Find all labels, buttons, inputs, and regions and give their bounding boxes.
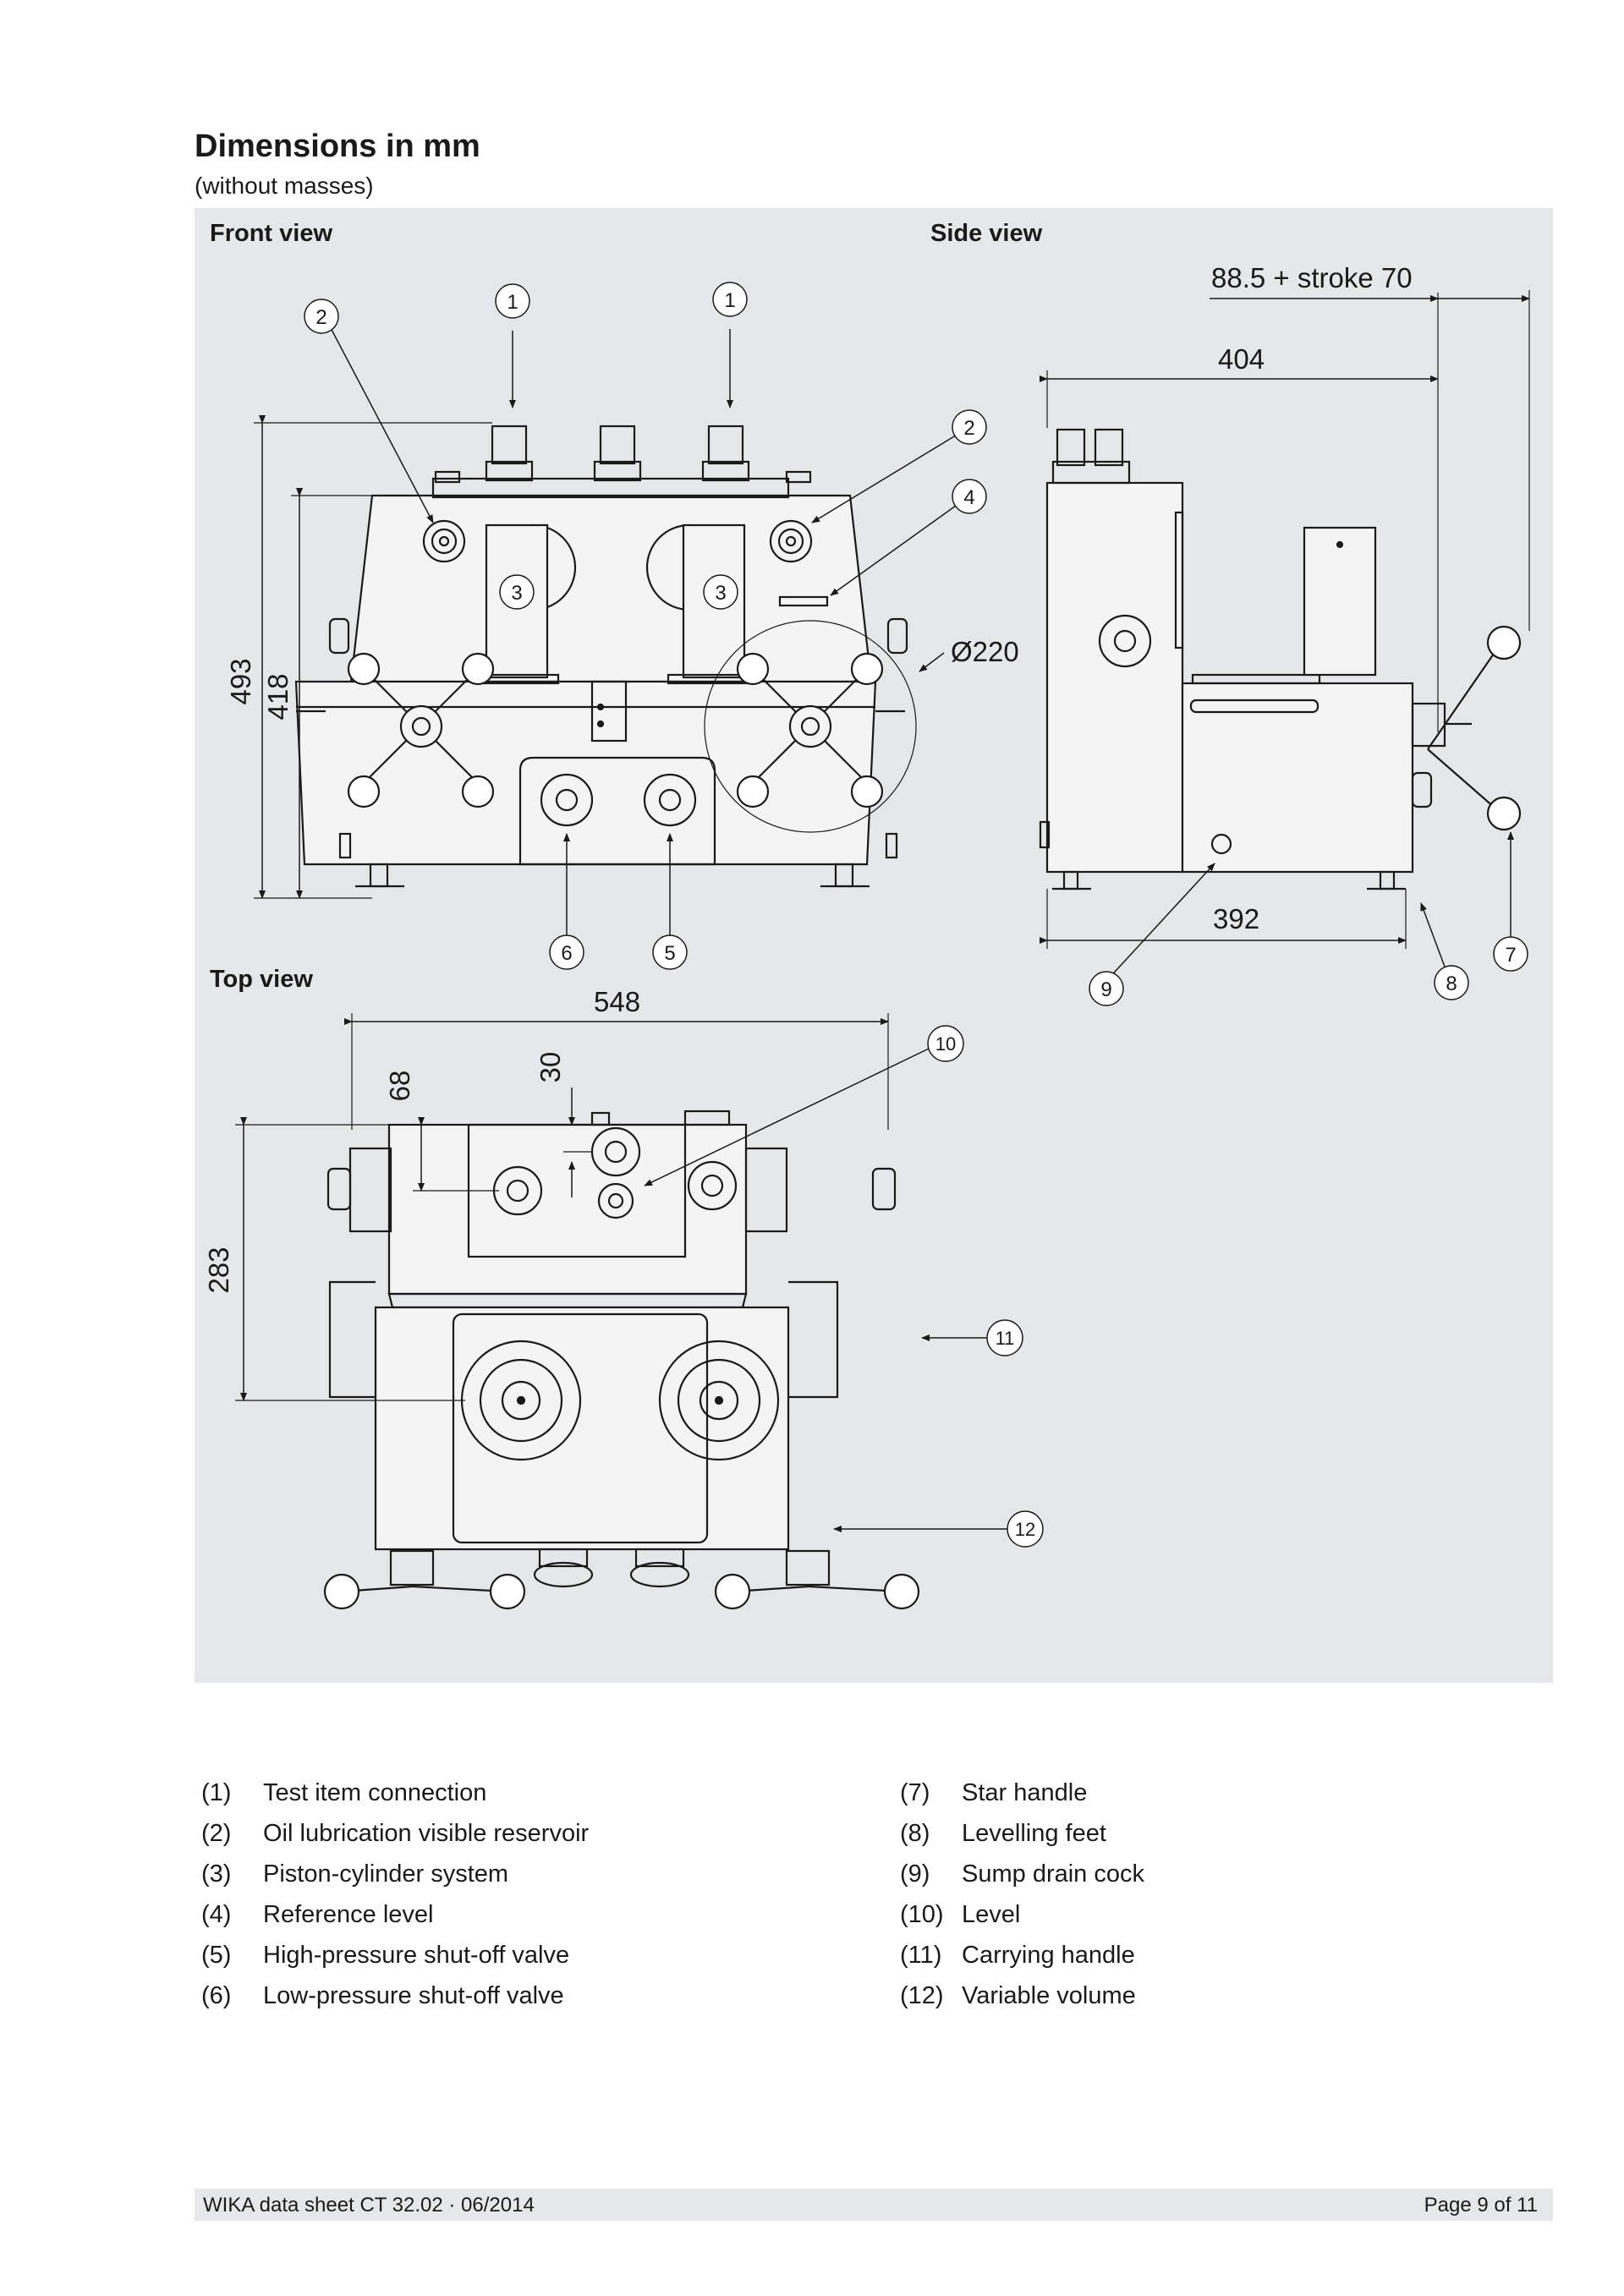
top-view-label: Top view <box>210 966 313 993</box>
svg-text:9: 9 <box>1100 978 1111 1001</box>
legend-left: (1)Test item connection (2)Oil lubricati… <box>201 1779 590 2009</box>
svg-text:1: 1 <box>724 289 735 312</box>
page-subtitle: (without masses) <box>195 173 374 199</box>
svg-text:5: 5 <box>664 942 675 965</box>
svg-text:1: 1 <box>507 291 518 314</box>
dim-stroke: 88.5 + stroke 70 <box>1211 262 1413 293</box>
callout-11: 11 <box>986 1319 1023 1356</box>
legend-right: (7)Star handle (8)Levelling feet (9)Sump… <box>900 1779 1144 2009</box>
callout-10: 10 <box>927 1025 964 1062</box>
svg-text:12: 12 <box>1015 1519 1035 1540</box>
footer-page-number: Page 9 of 11 <box>1424 2194 1538 2217</box>
front-view-label: Front view <box>210 220 333 247</box>
callout-2a: 2 <box>304 299 339 334</box>
dim-68: 68 <box>384 1071 415 1102</box>
svg-text:3: 3 <box>511 582 522 605</box>
callout-8: 8 <box>1434 965 1469 1000</box>
dim-548: 548 <box>594 986 640 1017</box>
svg-text:11: 11 <box>996 1328 1015 1349</box>
svg-text:10: 10 <box>935 1033 956 1055</box>
callout-9: 9 <box>1089 971 1124 1006</box>
drawing-panel: Front view Side view Top view <box>195 208 1553 1683</box>
callout-6: 6 <box>549 934 584 970</box>
callout-3b: 3 <box>703 574 738 610</box>
callout-2b: 2 <box>952 409 987 445</box>
svg-text:6: 6 <box>561 942 572 965</box>
dim-283: 283 <box>203 1247 234 1293</box>
callout-1b: 1 <box>712 282 748 317</box>
dim-404: 404 <box>1218 343 1265 375</box>
callout-12: 12 <box>1007 1510 1044 1548</box>
callout-4: 4 <box>952 479 987 514</box>
dim-30: 30 <box>535 1052 566 1083</box>
dim-418: 418 <box>262 673 294 720</box>
top-view-drawing <box>235 1013 1015 1610</box>
svg-text:2: 2 <box>315 306 326 329</box>
callout-5: 5 <box>652 934 688 970</box>
technical-drawing: 493 418 Ø220 404 88.5 + stroke 70 392 54… <box>203 262 1530 1610</box>
svg-text:8: 8 <box>1446 973 1457 995</box>
dim-392: 392 <box>1213 903 1259 934</box>
dim-493: 493 <box>225 658 256 704</box>
side-view-label: Side view <box>930 220 1043 247</box>
side-view-drawing <box>1039 290 1530 982</box>
svg-text:3: 3 <box>715 582 726 605</box>
svg-text:7: 7 <box>1505 944 1516 967</box>
footer-document-id: WIKA data sheet CT 32.02 · 06/2014 <box>203 2194 535 2217</box>
callout-3a: 3 <box>499 574 535 610</box>
callout-1a: 1 <box>495 283 530 319</box>
dim-diameter-220: Ø220 <box>951 636 1019 667</box>
callout-7: 7 <box>1493 936 1528 972</box>
svg-text:2: 2 <box>963 417 974 440</box>
front-view-drawing <box>254 326 963 935</box>
page-footer: WIKA data sheet CT 32.02 · 06/2014 Page … <box>195 2189 1553 2221</box>
svg-text:4: 4 <box>963 486 974 509</box>
page-title: Dimensions in mm <box>195 129 480 164</box>
